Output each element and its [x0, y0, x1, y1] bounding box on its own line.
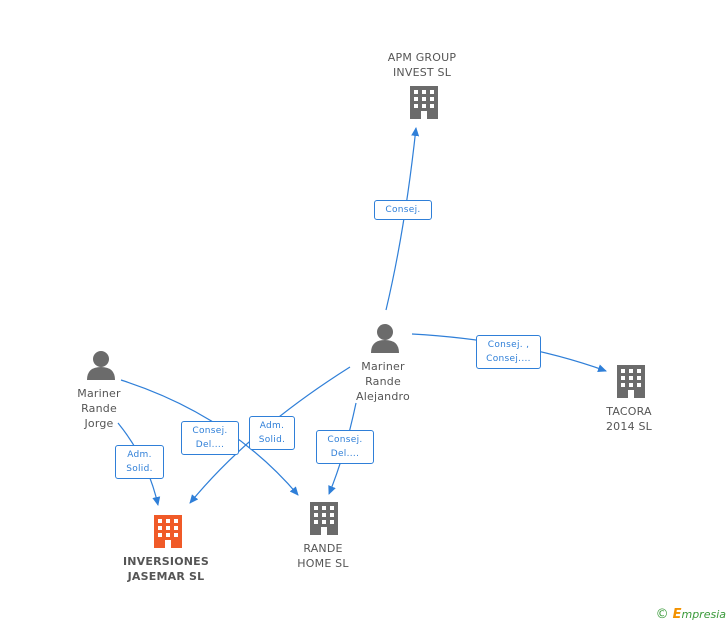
edge-alejandro-apm: [385, 127, 420, 311]
brand-initial: E: [672, 607, 682, 622]
edge-label-jorge-rande[interactable]: Consej. Del....: [181, 421, 239, 455]
copyright-symbol: ©: [655, 607, 669, 622]
node-label-jorge[interactable]: Mariner Rande Jorge: [77, 387, 121, 430]
building-icon-tacora[interactable]: [617, 365, 645, 398]
person-icon-jorge[interactable]: [87, 351, 115, 380]
building-icon-rande-home[interactable]: [310, 502, 338, 535]
person-icon-alejandro[interactable]: [371, 324, 399, 353]
edge-label-alejandro-inversiones[interactable]: Adm. Solid.: [249, 416, 295, 450]
building-icon-apm[interactable]: [410, 86, 438, 119]
building-icon-inversiones[interactable]: [154, 515, 182, 548]
node-label-tacora[interactable]: TACORA 2014 SL: [605, 405, 652, 433]
node-label-alejandro[interactable]: Mariner Rande Alejandro: [356, 360, 410, 403]
node-label-inversiones[interactable]: INVERSIONES JASEMAR SL: [122, 555, 209, 583]
edge-label-jorge-inversiones[interactable]: Adm. Solid.: [115, 445, 164, 479]
brand-logo: ©Empresia: [656, 607, 726, 622]
edge-label-alejandro-apm[interactable]: Consej.: [374, 200, 432, 220]
node-label-apm[interactable]: APM GROUP INVEST SL: [387, 51, 457, 79]
node-label-rande-home[interactable]: RANDE HOME SL: [297, 542, 349, 570]
brand-name: mpresia: [681, 608, 726, 621]
edge-label-alejandro-rande[interactable]: Consej. Del....: [316, 430, 374, 464]
edge-label-alejandro-tacora[interactable]: Consej. , Consej....: [476, 335, 541, 369]
